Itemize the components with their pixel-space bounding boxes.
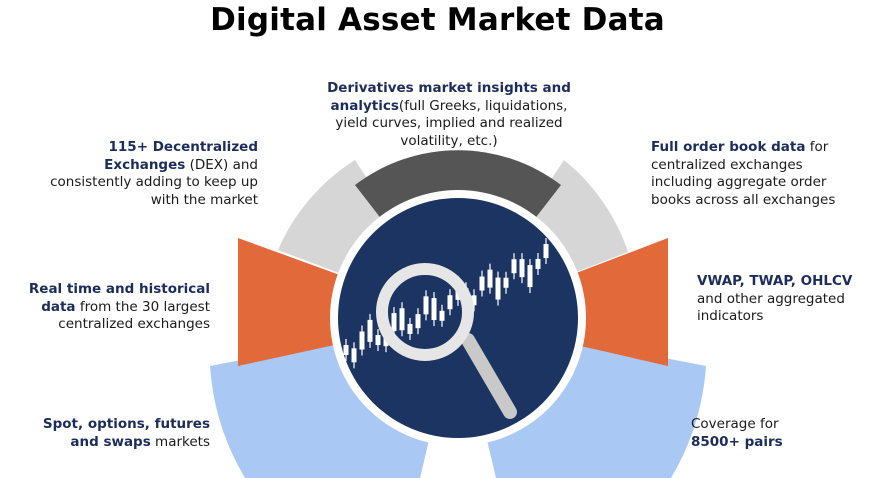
candle-body xyxy=(535,258,541,269)
candle-body xyxy=(503,277,509,288)
candle-body xyxy=(415,314,421,329)
candle-body xyxy=(487,269,493,288)
candle-body xyxy=(391,313,397,332)
candle-body xyxy=(431,298,437,321)
candle-body xyxy=(447,295,453,310)
candle-body xyxy=(423,296,429,315)
candle-body xyxy=(439,310,445,321)
candle-body xyxy=(367,319,373,342)
page-title: Digital Asset Market Data xyxy=(210,2,665,38)
candle-body xyxy=(351,348,357,363)
candle-body xyxy=(479,276,485,291)
label-derivatives: Derivatives market insights and analytic… xyxy=(327,80,571,149)
center-circle xyxy=(338,198,578,438)
label-order-book: Full order book data for centralized exc… xyxy=(651,139,836,208)
candle-body xyxy=(471,295,477,306)
candlestick-chart-icon xyxy=(343,238,549,369)
candle-body xyxy=(407,323,413,334)
label-vwap: VWAP, TWAP, OHLCV and other aggregated i… xyxy=(697,273,853,324)
candle-body xyxy=(543,244,549,259)
candle-body xyxy=(511,259,517,274)
candle-body xyxy=(359,331,365,350)
label-real-time: Real time and historical data from the 3… xyxy=(28,281,210,332)
label-spot: Spot, options, futures and swaps markets xyxy=(42,416,210,450)
candle-body xyxy=(495,277,501,300)
candle-body xyxy=(527,265,533,288)
label-coverage: Coverage for 8500+ pairs xyxy=(691,416,783,450)
magnifier-icon xyxy=(376,263,517,419)
candle-body xyxy=(343,345,349,355)
candle-body xyxy=(375,335,381,346)
candle-body xyxy=(519,259,525,278)
candle-body xyxy=(399,308,405,331)
label-dex: 115+ Decentralized Exchanges (DEX) and c… xyxy=(50,139,258,208)
